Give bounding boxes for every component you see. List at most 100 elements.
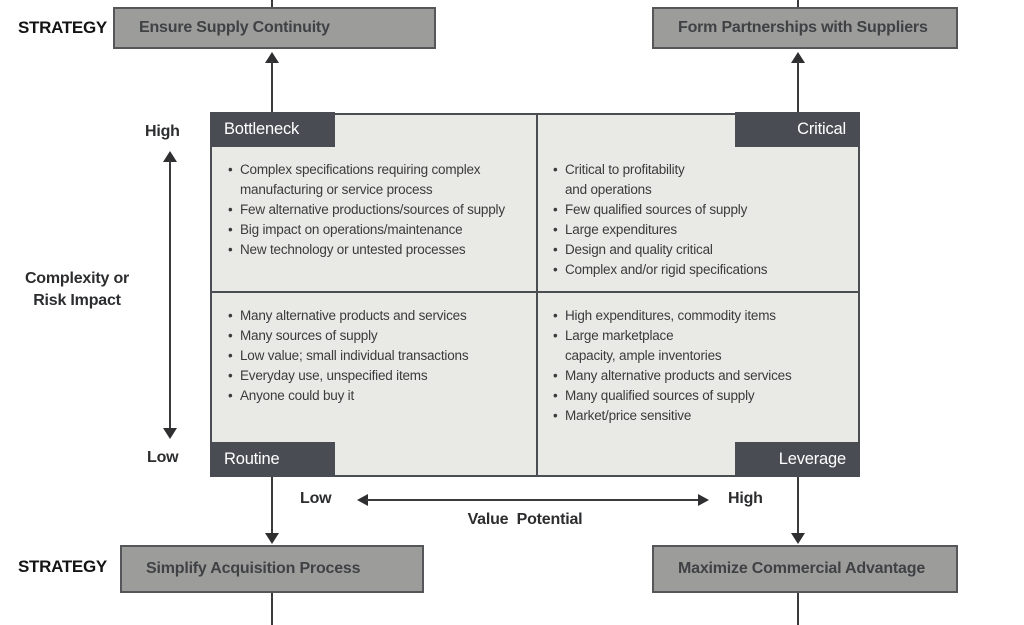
x-axis-title: Value Potential	[467, 511, 583, 528]
bottom-right-connector-line	[797, 477, 799, 534]
list-item-text: Many sources of supply	[240, 328, 378, 343]
list-item: •Low value; small individual transaction…	[228, 346, 528, 366]
list-item-continuation: manufacturing or service process	[228, 180, 528, 200]
y-axis-low-label: Low	[147, 449, 179, 466]
bullet-icon: •	[228, 308, 233, 323]
list-item: •Large expenditures	[553, 220, 853, 240]
list-item: • Large marketplace	[553, 326, 853, 346]
list-item-text: Many alternative products and services	[565, 368, 792, 383]
bullet-icon: •	[553, 408, 558, 423]
list-item: • High expenditures, commodity items	[553, 306, 853, 326]
tab-label: Routine	[224, 450, 280, 468]
list-item: • Many sources of supply	[228, 326, 528, 346]
strategy-box-label: Simplify Acquisition Process	[146, 560, 361, 577]
list-item-text: New technology or untested processes	[240, 242, 466, 257]
list-item: •Complex and/or rigid specifications	[553, 260, 853, 280]
tab-label: Leverage	[778, 450, 846, 468]
list-item: •Many qualified sources of supply	[553, 386, 853, 406]
bottom-left-stub-line	[271, 593, 273, 625]
leverage-list: • High expenditures, commodity items • Lar…	[553, 306, 853, 426]
top-left-connector-line	[271, 61, 273, 113]
y-axis-double-arrow	[163, 151, 177, 439]
bullet-icon: •	[553, 328, 558, 343]
list-item: • Market/price sensitive	[553, 406, 853, 426]
critical-list: • Critical to profitability and operation…	[553, 160, 853, 280]
bullet-icon: •	[553, 368, 558, 383]
x-axis-double-arrow	[357, 494, 709, 506]
bullet-icon: •	[228, 242, 233, 257]
left-arrowhead-icon	[357, 494, 368, 506]
tab-bottleneck: Bottleneck	[210, 112, 335, 147]
bullet-icon: •	[228, 222, 233, 237]
list-item-text: and operations	[565, 182, 652, 197]
y-axis-title-line1: Complexity or	[24, 270, 130, 287]
bullet-icon: •	[228, 202, 233, 217]
bottom-left-connector-line	[271, 477, 273, 534]
routine-list: •Many alternative products and services …	[228, 306, 528, 406]
list-item: •Everyday use, unspecified items	[228, 366, 528, 386]
top-right-connector-line	[797, 61, 799, 113]
bullet-icon: •	[228, 388, 233, 403]
x-axis-high-label: High	[728, 490, 763, 507]
x-axis-low-label: Low	[300, 490, 332, 507]
up-arrowhead-icon	[265, 52, 279, 63]
bottom-right-stub-line	[797, 593, 799, 625]
list-item: • Design and quality critical	[553, 240, 853, 260]
down-arrowhead-icon	[791, 533, 805, 544]
list-item: • Few alternative productions/sources of …	[228, 200, 528, 220]
matrix-horizontal-divider	[210, 291, 860, 293]
tab-label: Bottleneck	[224, 120, 300, 138]
list-item-text: Design and quality critical	[565, 242, 713, 257]
bullet-icon: •	[553, 262, 558, 277]
top-right-stub-line	[797, 0, 799, 7]
list-item-text: High expenditures, commodity items	[565, 308, 776, 323]
list-item-text: Anyone could buy it	[240, 388, 355, 403]
up-arrowhead-icon	[163, 151, 177, 162]
list-item-text: Big impact on operations/maintenance	[240, 222, 463, 237]
list-item: • Few qualified sources of supply	[553, 200, 853, 220]
tab-leverage: Leverage	[735, 442, 860, 477]
list-item-text: Many alternative products and services	[240, 308, 467, 323]
strategy-box-label: Form Partnerships with Suppliers	[678, 19, 928, 36]
strategy-box-maximize-commercial: Maximize Commercial Advantage	[652, 545, 958, 593]
bullet-icon: •	[553, 202, 558, 217]
y-axis-arrow-line	[169, 160, 171, 430]
y-axis-title-line2: Risk Impact	[33, 292, 121, 309]
up-arrowhead-icon	[791, 52, 805, 63]
list-item: •Complex specifications requiring comple…	[228, 160, 528, 180]
x-axis-arrow-line	[366, 499, 700, 501]
bullet-icon: •	[553, 222, 558, 237]
list-item-text: Large marketplace	[565, 328, 674, 343]
kraljic-matrix	[210, 113, 860, 477]
down-arrowhead-icon	[265, 533, 279, 544]
bullet-icon: •	[553, 242, 558, 257]
list-item: • Critical to profitability	[553, 160, 853, 180]
bullet-icon: •	[553, 162, 558, 177]
right-arrowhead-icon	[698, 494, 709, 506]
list-item: • Many alternative products and services	[228, 306, 528, 326]
list-item-continuation: capacity, ample inventories	[553, 346, 853, 366]
list-item-text: Complex specifications requiring complex	[240, 162, 481, 177]
tab-label: Critical	[797, 120, 846, 138]
list-item-text: Few alternative productions/sources of s…	[240, 202, 505, 217]
strategy-box-ensure-supply-continuity: Ensure Supply Continuity	[113, 7, 436, 49]
bullet-icon: •	[228, 328, 233, 343]
y-axis-title: Complexity or Risk Impact	[7, 268, 147, 312]
list-item: • Big impact on operations/maintenance	[228, 220, 528, 240]
list-item-text: Critical to profitability	[565, 162, 685, 177]
list-item-continuation: and operations	[553, 180, 853, 200]
list-item-text: Market/price sensitive	[565, 408, 692, 423]
tab-critical: Critical	[735, 112, 860, 147]
y-axis-high-label: High	[145, 123, 180, 140]
tab-routine: Routine	[210, 442, 335, 477]
down-arrowhead-icon	[163, 428, 177, 439]
list-item-text: Many qualified sources of supply	[565, 388, 755, 403]
bottleneck-list: • Complex specifications requiring comple…	[228, 160, 528, 260]
bullet-icon: •	[553, 308, 558, 323]
list-item-text: manufacturing or service process	[240, 182, 433, 197]
list-item-text: Few qualified sources of supply	[565, 202, 748, 217]
strategy-label-top: STRATEGY	[18, 18, 107, 37]
bullet-icon: •	[228, 348, 233, 363]
matrix-vertical-divider	[536, 113, 538, 477]
strategy-box-label: Maximize Commercial Advantage	[678, 560, 926, 577]
